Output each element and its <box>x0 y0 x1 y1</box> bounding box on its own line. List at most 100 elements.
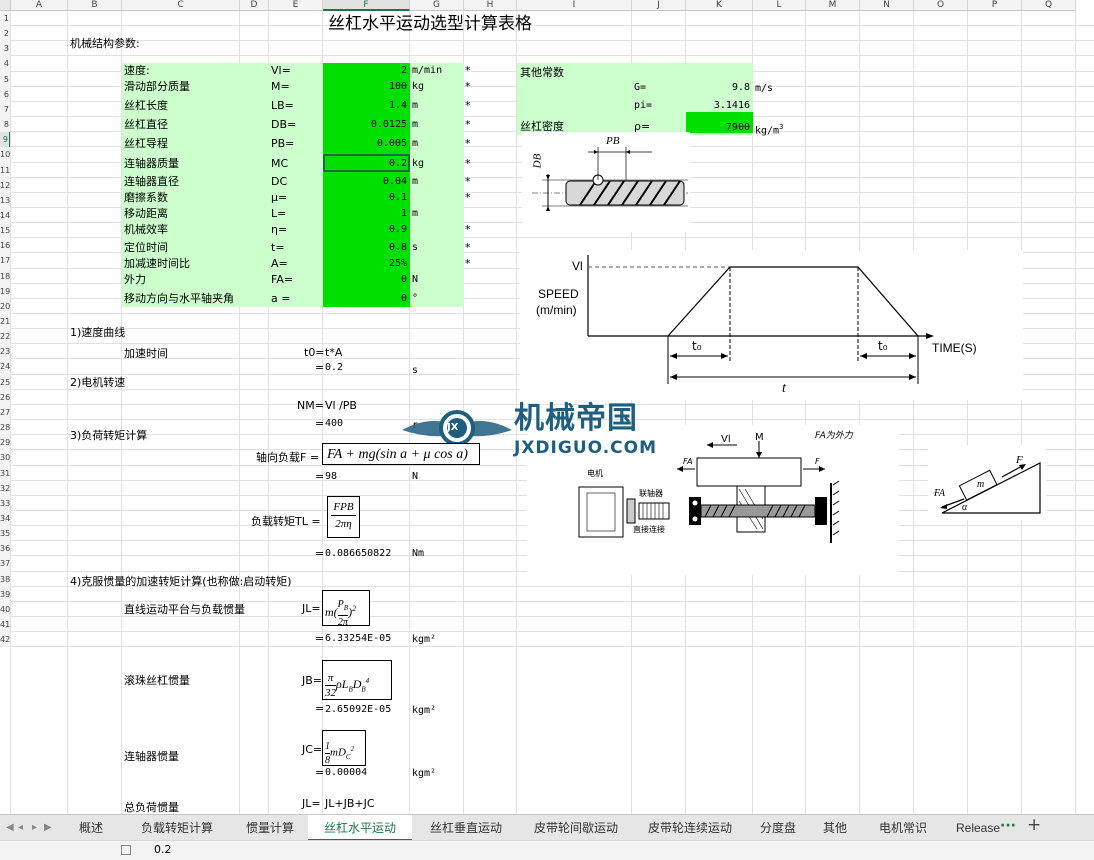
axial-value[interactable]: 98 <box>325 471 338 482</box>
param-required-mark: * <box>465 223 471 236</box>
section-2-title: 2)电机转速 <box>70 376 126 389</box>
column-header-m[interactable]: M <box>806 0 860 11</box>
column-header-b[interactable]: B <box>68 0 122 11</box>
param-symbol: PB= <box>271 137 295 150</box>
mech-f-label: F <box>815 457 820 466</box>
tab-prev-icon[interactable]: ◂ <box>18 822 24 833</box>
jb-eq: = <box>315 702 325 715</box>
sheet-tab[interactable]: 皮带轮间歇运动 <box>533 821 618 835</box>
column-header-l[interactable]: L <box>753 0 806 11</box>
param-value[interactable]: 0.0125 <box>370 119 407 130</box>
param-value[interactable]: 100 <box>388 81 407 92</box>
param-value[interactable]: 0.9 <box>388 224 407 235</box>
param-value[interactable]: 1.4 <box>388 100 407 111</box>
jc-unit: kgm² <box>412 768 437 779</box>
cell-mode-icon <box>121 845 131 855</box>
param-value[interactable]: 0.2 <box>388 158 407 169</box>
column-header-c[interactable]: C <box>122 0 240 11</box>
param-value[interactable]: 25% <box>388 258 407 269</box>
param-symbol: DB= <box>271 118 297 131</box>
nm-value[interactable]: 400 <box>325 418 344 429</box>
sheet-tab[interactable]: 分度盘 <box>759 821 796 835</box>
selected-cell[interactable] <box>323 154 410 172</box>
column-header-g[interactable]: G <box>410 0 464 11</box>
tab-first-icon[interactable]: ◀ <box>6 822 14 833</box>
column-header-n[interactable]: N <box>860 0 914 11</box>
param-required-mark: * <box>465 257 471 270</box>
tab-last-icon[interactable]: ▶ <box>44 822 52 833</box>
sheet-tab[interactable]: 惯量计算 <box>245 821 294 835</box>
jb-value[interactable]: 2.65092E-05 <box>325 704 392 715</box>
grid-row-line <box>11 237 1094 238</box>
pi-value[interactable]: 3.1416 <box>713 100 750 111</box>
speed-label: SPEED <box>538 287 579 301</box>
sheet-tab[interactable]: 概述 <box>78 821 103 835</box>
column-header-q[interactable]: Q <box>1022 0 1076 11</box>
sheet-tab[interactable]: 负载转矩计算 <box>140 821 213 835</box>
rho-value[interactable]: 7900 <box>725 122 750 133</box>
grid-col-line <box>967 11 968 814</box>
vl-label: Vl <box>572 259 583 273</box>
sheet-tab[interactable]: 丝杠水平运动 <box>308 815 412 841</box>
column-header-h[interactable]: H <box>464 0 517 11</box>
sheet-tab[interactable]: 其他 <box>822 821 847 835</box>
param-symbol: Vl= <box>271 64 291 77</box>
column-header-e[interactable]: E <box>269 0 323 11</box>
t0-value[interactable]: 0.2 <box>325 362 344 373</box>
sheet-tab[interactable]: 电机常识 <box>878 821 927 835</box>
nm-symbol: NM= <box>297 399 324 412</box>
column-header-f[interactable]: F <box>323 0 410 11</box>
param-value[interactable]: 1 <box>400 208 407 219</box>
column-header-o[interactable]: O <box>914 0 968 11</box>
more-tabs-icon[interactable]: ··· <box>1000 818 1016 834</box>
grid-row-line <box>11 55 1094 56</box>
column-header-i[interactable]: I <box>517 0 632 11</box>
jc-value[interactable]: 0.00004 <box>325 767 368 778</box>
param-value[interactable]: 0.8 <box>388 242 407 253</box>
grid-row-line <box>11 586 1094 587</box>
grid-col-line <box>268 11 269 814</box>
param-label: 移动方向与水平轴夹角 <box>124 292 234 305</box>
param-required-mark: * <box>465 191 471 204</box>
param-value[interactable]: 2 <box>400 65 407 76</box>
param-symbol: μ= <box>271 191 288 204</box>
t0-eq: = <box>315 361 325 374</box>
watermark-en: JXDIGUO.COM <box>514 438 658 458</box>
jl-eq: = <box>315 632 325 645</box>
param-symbol: MC <box>271 157 289 170</box>
param-value[interactable]: 0.005 <box>376 138 407 149</box>
param-symbol: L= <box>271 207 287 220</box>
param-symbol: M= <box>271 80 290 93</box>
fa-note-label: FA为外力 <box>815 431 853 441</box>
watermark-badge: JX <box>447 422 459 433</box>
select-all-corner[interactable] <box>0 0 11 11</box>
param-value[interactable]: 0.1 <box>388 192 407 203</box>
grid-col-line <box>516 11 517 814</box>
sheet-tab[interactable]: Release <box>955 821 1001 835</box>
add-sheet-icon[interactable]: + <box>1027 815 1042 835</box>
param-unit: m <box>412 138 419 149</box>
status-value: 0.2 <box>154 843 172 856</box>
param-value[interactable]: 0 <box>400 293 407 304</box>
column-header-k[interactable]: K <box>686 0 753 11</box>
sheet-tab[interactable]: 皮带轮连续运动 <box>647 821 732 835</box>
column-header-p[interactable]: P <box>968 0 1022 11</box>
grid-col-line <box>322 11 323 814</box>
param-value[interactable]: 0.04 <box>382 176 407 187</box>
column-header-j[interactable]: J <box>632 0 686 11</box>
grid-col-line <box>859 11 860 814</box>
param-required-mark: * <box>465 99 471 112</box>
param-value[interactable]: 0 <box>400 274 407 285</box>
motor-label: 电机 <box>587 469 603 478</box>
param-symbol: LB= <box>271 99 294 112</box>
param-required-mark: * <box>465 157 471 170</box>
column-header-d[interactable]: D <box>240 0 269 11</box>
jl-value[interactable]: 6.33254E-05 <box>325 633 392 644</box>
grid-row-line <box>11 419 1094 420</box>
sheet-tab[interactable]: 丝杠垂直运动 <box>429 821 502 835</box>
g-value[interactable]: 9.8 <box>731 82 750 93</box>
column-header-a[interactable]: A <box>11 0 68 11</box>
tab-next-icon[interactable]: ▸ <box>32 822 38 833</box>
torque-value[interactable]: 0.086650822 <box>325 548 392 559</box>
